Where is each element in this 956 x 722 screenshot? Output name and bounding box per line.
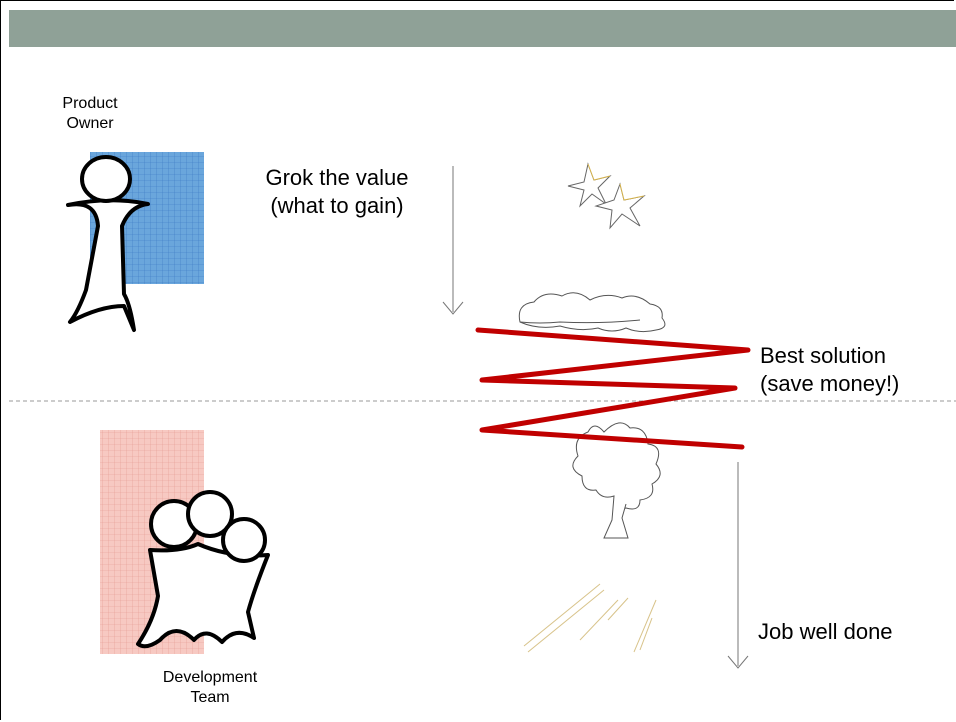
product-owner-label-line2: Owner bbox=[66, 115, 114, 132]
job-done-label: Job well done bbox=[758, 619, 893, 644]
product-owner-label: Product Owner bbox=[50, 94, 130, 134]
arrow-down-2 bbox=[727, 462, 749, 669]
best-solution-label: Best solution (save money!) bbox=[760, 342, 899, 398]
team-label: Development Team bbox=[130, 668, 290, 708]
grok-value-line1: Grok the value bbox=[265, 165, 409, 190]
road-lines-icon bbox=[523, 583, 657, 653]
product-owner-label-line1: Product bbox=[62, 95, 118, 112]
tree-icon bbox=[572, 422, 661, 539]
stars-icon bbox=[567, 162, 646, 230]
cloud-icon bbox=[518, 292, 666, 333]
best-solution-line1: Best solution bbox=[760, 343, 886, 368]
header-bar bbox=[9, 10, 956, 47]
zigzag-path bbox=[475, 327, 751, 450]
team-figure bbox=[136, 490, 270, 649]
best-solution-line2: (save money!) bbox=[760, 371, 900, 396]
team-label-line1: Development bbox=[162, 669, 258, 686]
team-label-line2: Team bbox=[190, 689, 230, 706]
product-owner-figure bbox=[66, 155, 150, 332]
arrow-down-1 bbox=[442, 166, 464, 315]
grok-value-line2: (what to gain) bbox=[270, 193, 404, 218]
grok-value-label: Grok the value (what to gain) bbox=[232, 164, 442, 220]
